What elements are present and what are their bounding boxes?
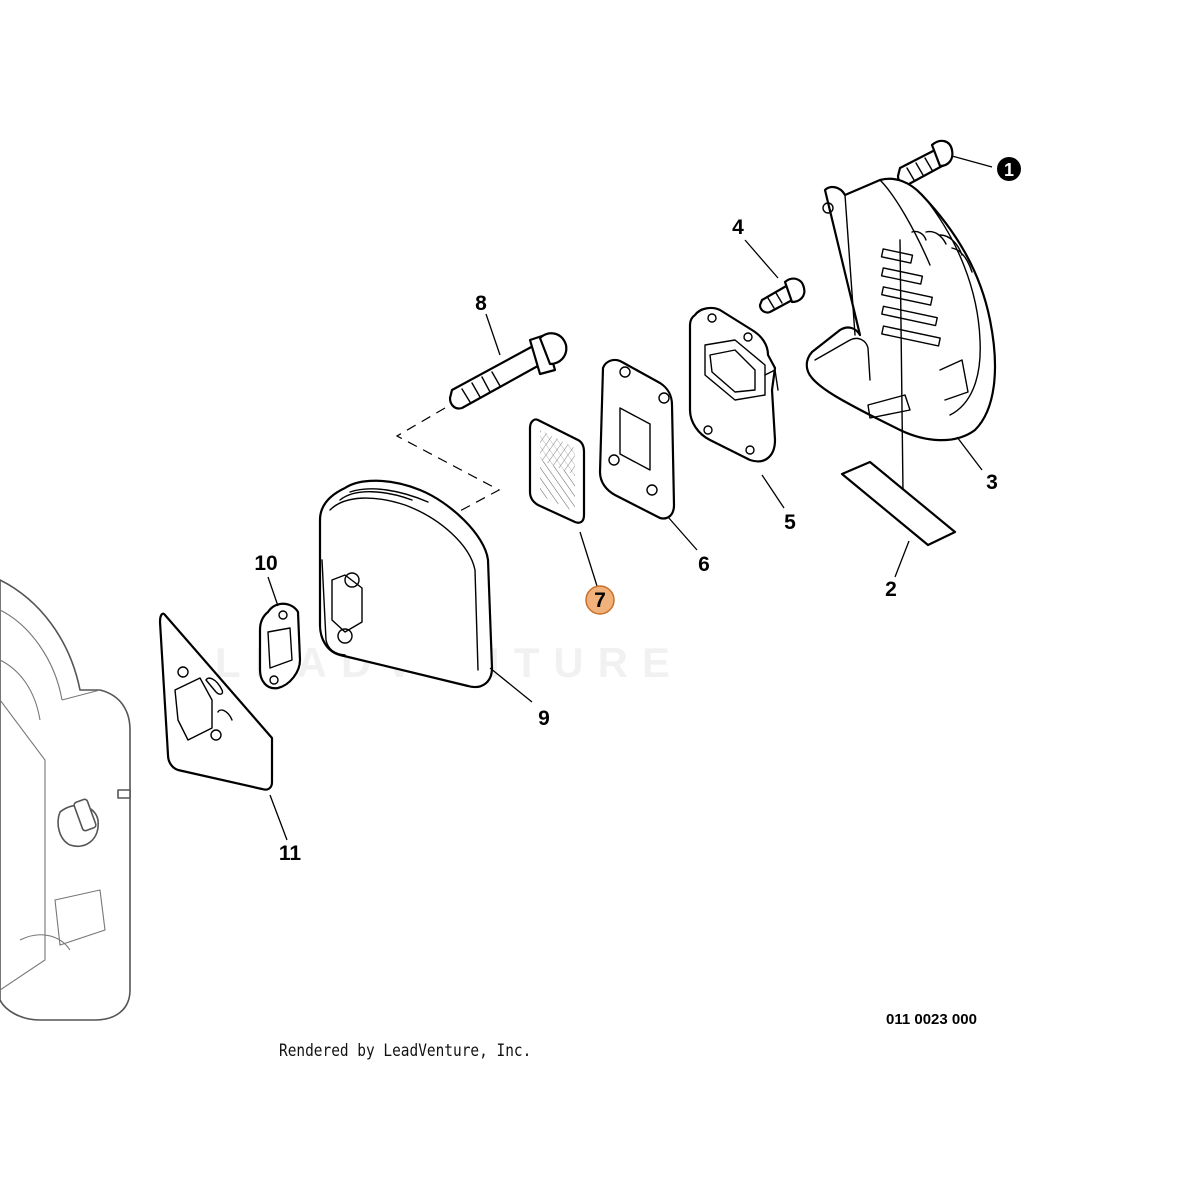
svg-text:7: 7 — [594, 589, 606, 612]
part-label-8[interactable]: 8 — [475, 292, 487, 315]
part-label-7[interactable]: 7 — [585, 585, 615, 615]
part-7-spark-screen — [528, 418, 586, 524]
engine-housing-outline — [0, 579, 131, 1021]
part-10-gasket — [258, 602, 302, 690]
part-label-11[interactable]: 11 — [279, 842, 302, 865]
part-2-label — [840, 460, 957, 547]
part-label-9[interactable]: 9 — [538, 707, 550, 730]
part-8-long-bolt — [448, 332, 568, 410]
svg-text:1: 1 — [1004, 160, 1014, 180]
part-3-muffler-guard — [805, 177, 997, 493]
part-labels: 1 2 3 4 5 6 7 8 9 10 11 — [254, 157, 1021, 865]
part-5-cover-plate — [688, 306, 779, 463]
part-label-1[interactable]: 1 — [997, 157, 1021, 181]
part-label-6[interactable]: 6 — [698, 553, 710, 576]
part-9-muffler — [318, 479, 494, 689]
part-label-4[interactable]: 4 — [732, 216, 744, 239]
render-credit: Rendered by LeadVenture, Inc. — [279, 1041, 532, 1061]
drawing-code: 011 0023 000 — [886, 1011, 977, 1028]
part-11-gasket-plate — [158, 612, 274, 791]
part-label-5[interactable]: 5 — [784, 511, 796, 534]
part-1-screw — [896, 139, 954, 186]
part-4-screw — [758, 277, 806, 314]
part-6-gasket — [598, 358, 676, 520]
part-label-10[interactable]: 10 — [254, 552, 277, 575]
alignment-dash-line — [395, 407, 501, 513]
part-label-3[interactable]: 3 — [986, 471, 998, 494]
part-label-2[interactable]: 2 — [885, 578, 897, 601]
leader-lines — [267, 155, 993, 841]
